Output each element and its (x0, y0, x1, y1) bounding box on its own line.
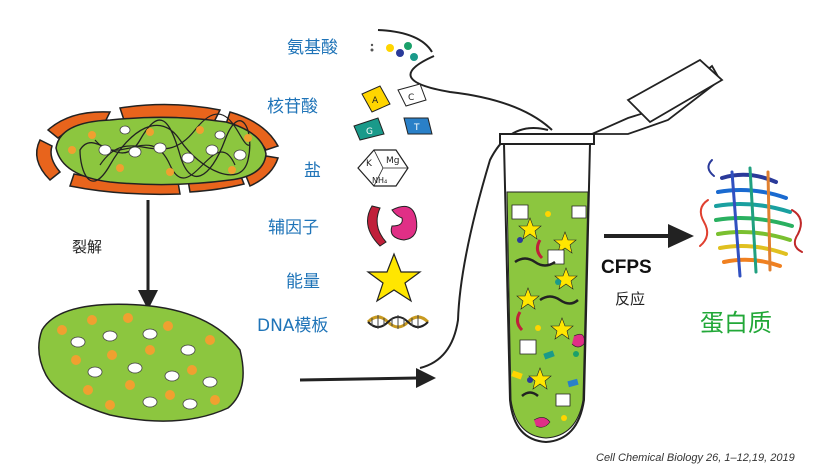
nucleotide-g-text: G (366, 127, 373, 137)
protein-structure-image (699, 159, 803, 278)
nucleotide-c-text: C (408, 93, 414, 103)
nucleotide-blocks-icon: A C G T (353, 83, 433, 141)
intact-cell (35, 103, 280, 196)
lysis-label: 裂解 (72, 238, 103, 256)
cofactor-shapes-icon (367, 205, 418, 247)
component-label-dna-template: DNA模板 (257, 316, 329, 336)
reaction-tube (499, 58, 724, 444)
nucleotide-a-text: A (372, 96, 379, 106)
salt-hexagon-icon: K Mg NH₄ (357, 149, 409, 187)
component-label-nucleotides: 核苷酸 (267, 97, 318, 117)
reaction-arrow (604, 224, 694, 248)
extract-to-tube-arrow (299, 368, 436, 388)
component-label-cofactors: 辅因子 (268, 218, 319, 238)
component-label-amino-acids: 氨基酸 (287, 38, 338, 58)
salt-k-text: K (366, 159, 373, 169)
reaction-label: 反应 (615, 290, 646, 308)
citation: Cell Chemical Biology 26, 1–12,19, 2019 (596, 452, 795, 464)
salt-nh4-text: NH₄ (372, 176, 387, 185)
cell-extract (38, 303, 244, 422)
nucleotide-t-text: T (413, 123, 420, 133)
component-label-energy: 能量 (286, 272, 320, 292)
energy-star-icon (366, 252, 422, 303)
product-label: 蛋白质 (700, 309, 772, 337)
amino-acid-dots-icon (370, 42, 418, 61)
salt-mg-text: Mg (386, 156, 399, 166)
reaction-name-label: CFPS (601, 257, 652, 278)
lysis-arrow (138, 200, 158, 310)
component-label-salts: 盐 (304, 161, 321, 181)
dna-helix-icon (366, 315, 430, 329)
